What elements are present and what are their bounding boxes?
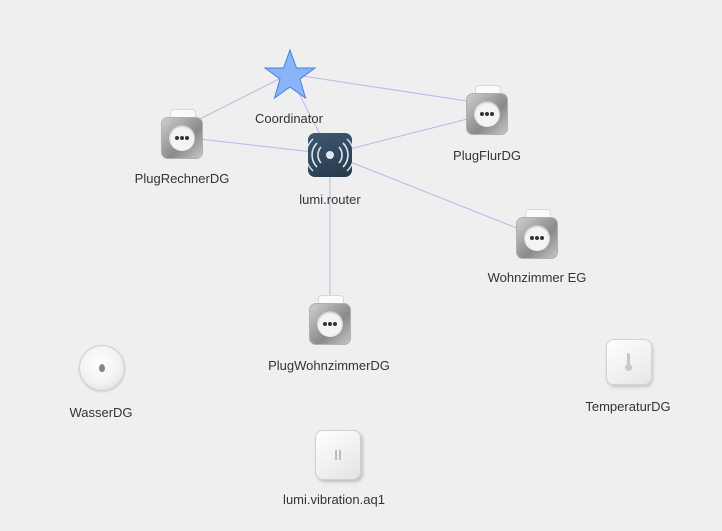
node-label-temperatur: TemperaturDG [585,399,671,414]
router-icon[interactable] [305,133,355,177]
link-router-plugflur [329,113,488,155]
node-label-coordinator: Coordinator [255,111,323,126]
node-label-plugwohnzimmer: PlugWohnzimmerDG [268,358,390,373]
node-label-plugflur: PlugFlurDG [453,148,521,163]
smart-plug-icon[interactable] [516,209,558,259]
link-router-wohnzimmereg [329,153,538,237]
node-label-plugrechner: PlugRechnerDG [134,171,230,186]
smart-plug-icon[interactable] [309,295,351,345]
water-sensor-icon[interactable] [79,345,125,391]
node-label-wohnzimmereg: Wohnzimmer EG [487,270,587,285]
node-label-router: lumi.router [299,192,361,207]
temperature-sensor-icon[interactable] [606,339,652,385]
link-router-plugrechner [181,136,331,155]
smart-plug-icon[interactable] [161,109,203,159]
link-coordinator-plugflur [288,73,488,105]
node-coordinator[interactable] [262,48,318,102]
star-icon [263,48,317,100]
node-label-vibration: lumi.vibration.aq1 [283,492,385,507]
node-label-wasser: WasserDG [69,405,133,420]
vibration-sensor-icon[interactable] [315,430,361,480]
wifi-waves-icon [305,138,355,172]
smart-plug-icon[interactable] [466,85,508,135]
